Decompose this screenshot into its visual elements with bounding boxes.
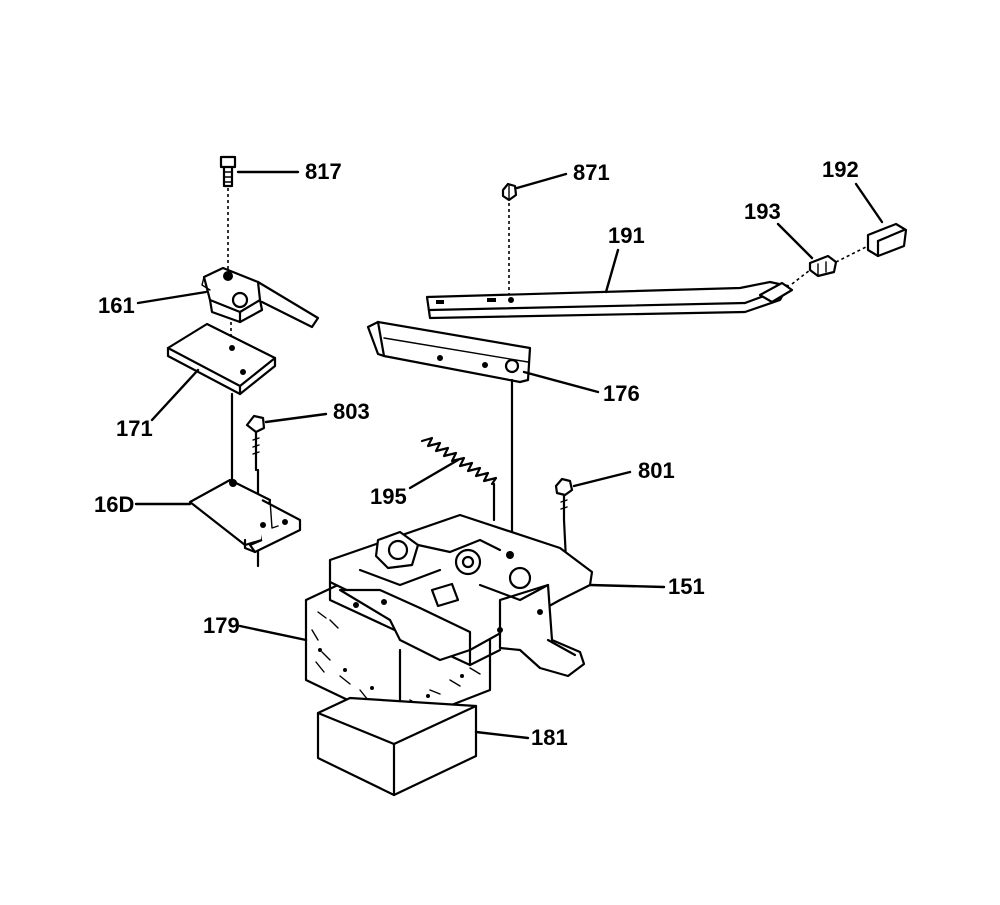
leader-195: [408, 458, 460, 490]
lever-191: [425, 280, 794, 320]
label-171: 171: [116, 416, 153, 441]
label-181: 181: [531, 725, 568, 750]
leader-181: [474, 730, 530, 740]
leader-191: [604, 248, 620, 294]
leader-803: [264, 412, 328, 424]
leader-176: [522, 370, 600, 394]
label-179: 179: [203, 613, 240, 638]
screw-817: [219, 155, 237, 188]
label-160: 16D: [94, 492, 134, 517]
nut-871: [501, 182, 518, 202]
bracket-176: [366, 320, 532, 384]
box-181: [316, 696, 478, 797]
leader-151: [588, 583, 666, 589]
leader-171: [150, 368, 200, 422]
label-151: 151: [668, 574, 705, 599]
label-871: 871: [573, 160, 610, 185]
label-161-top: 161: [98, 293, 135, 318]
leader-193: [776, 222, 814, 260]
part-192: [866, 222, 908, 258]
axis-193-a: [791, 269, 811, 285]
label-191: 191: [608, 223, 645, 248]
main-assembly: [304, 513, 594, 727]
part-193: [808, 254, 838, 278]
label-801: 801: [638, 458, 675, 483]
leader-179: [238, 624, 308, 642]
label-192: 192: [822, 157, 859, 182]
spring-195: [420, 436, 498, 486]
label-195: 195: [370, 484, 407, 509]
switch-161: [201, 266, 320, 329]
screw-801: [554, 477, 574, 522]
label-803: 803: [333, 399, 370, 424]
leader-801: [572, 470, 632, 488]
axis-193-b: [835, 245, 869, 263]
bracket-160: [188, 478, 302, 554]
label-193: 193: [744, 199, 781, 224]
leader-192: [854, 182, 884, 224]
leader-161-top: [136, 290, 208, 305]
insulator-171: [166, 322, 277, 396]
label-176: 176: [603, 381, 640, 406]
screw-803: [245, 414, 266, 472]
label-817: 817: [305, 159, 342, 184]
leader-871: [515, 172, 568, 190]
